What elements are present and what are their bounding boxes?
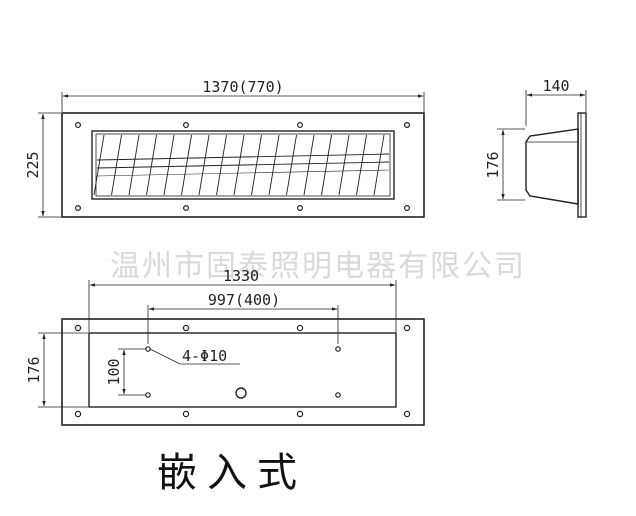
screw-hole	[182, 324, 190, 332]
screw-hole	[297, 205, 304, 212]
screw-hole	[183, 205, 190, 212]
cutout-width-label: 1330	[223, 267, 259, 285]
front-width-label: 1370(770)	[202, 78, 283, 96]
screw-hole	[297, 121, 304, 128]
company-watermark: 温州市固泰照明电器有限公司	[110, 249, 526, 284]
louver-slat	[163, 134, 175, 196]
louver-rail	[96, 169, 390, 177]
hole-spec-leader	[149, 348, 240, 365]
screw-hole	[403, 410, 411, 418]
louver-rail	[96, 161, 390, 169]
cutout-opening	[88, 332, 397, 408]
side-view: 140 176	[484, 77, 587, 218]
hole-vertical-label: 100	[105, 358, 123, 385]
screw-hole	[404, 205, 411, 212]
cutout-outer-frame	[61, 318, 425, 426]
hole-spacing-label: 997(400)	[208, 291, 280, 309]
side-flange	[577, 112, 587, 218]
screw-hole	[74, 121, 81, 128]
louver-slat	[128, 134, 140, 196]
louver-rail	[96, 153, 390, 161]
louver-slats	[93, 134, 390, 196]
louver-slat	[286, 134, 297, 196]
mount-type-caption: 嵌入式	[157, 450, 307, 496]
front-window-inner	[95, 133, 391, 197]
screw-hole	[182, 410, 190, 418]
screw-hole	[74, 410, 82, 418]
screw-hole	[296, 410, 304, 418]
mounting-hole	[145, 346, 151, 352]
louver-slat	[356, 134, 367, 196]
screw-hole	[74, 205, 81, 212]
louver-slat	[181, 134, 192, 196]
screw-hole	[74, 324, 82, 332]
louver-slat	[303, 134, 315, 196]
front-mounting-screws	[74, 121, 411, 212]
louver-slat	[93, 134, 105, 196]
front-window	[91, 130, 395, 200]
mounting-hole	[335, 346, 341, 352]
louver-slat	[198, 134, 210, 196]
center-hole	[235, 387, 247, 399]
side-height-label: 176	[484, 151, 502, 178]
front-panel-outline	[61, 112, 425, 218]
louver-slat	[321, 134, 332, 196]
cutout-view: 1330 997(400) 176 100 4-Φ10	[25, 267, 425, 426]
front-height-label: 225	[24, 151, 42, 178]
louver-slat	[338, 134, 350, 196]
screw-hole	[183, 121, 190, 128]
cutout-mounting-screws	[74, 324, 411, 418]
louver-slat	[146, 134, 157, 196]
front-view: 1370(770) 225	[24, 78, 425, 218]
louver-slat	[268, 134, 280, 196]
mounting-hole	[335, 392, 341, 398]
screw-hole	[404, 121, 411, 128]
screw-hole	[296, 324, 304, 332]
screw-hole	[403, 324, 411, 332]
louver-slat	[373, 134, 385, 196]
hole-spec-label: 4-Φ10	[182, 347, 227, 365]
mounting-hole	[145, 392, 151, 398]
side-housing	[525, 128, 579, 205]
cutout-height-label: 176	[25, 356, 43, 383]
louver-slat	[111, 134, 122, 196]
side-depth-label: 140	[542, 77, 569, 95]
